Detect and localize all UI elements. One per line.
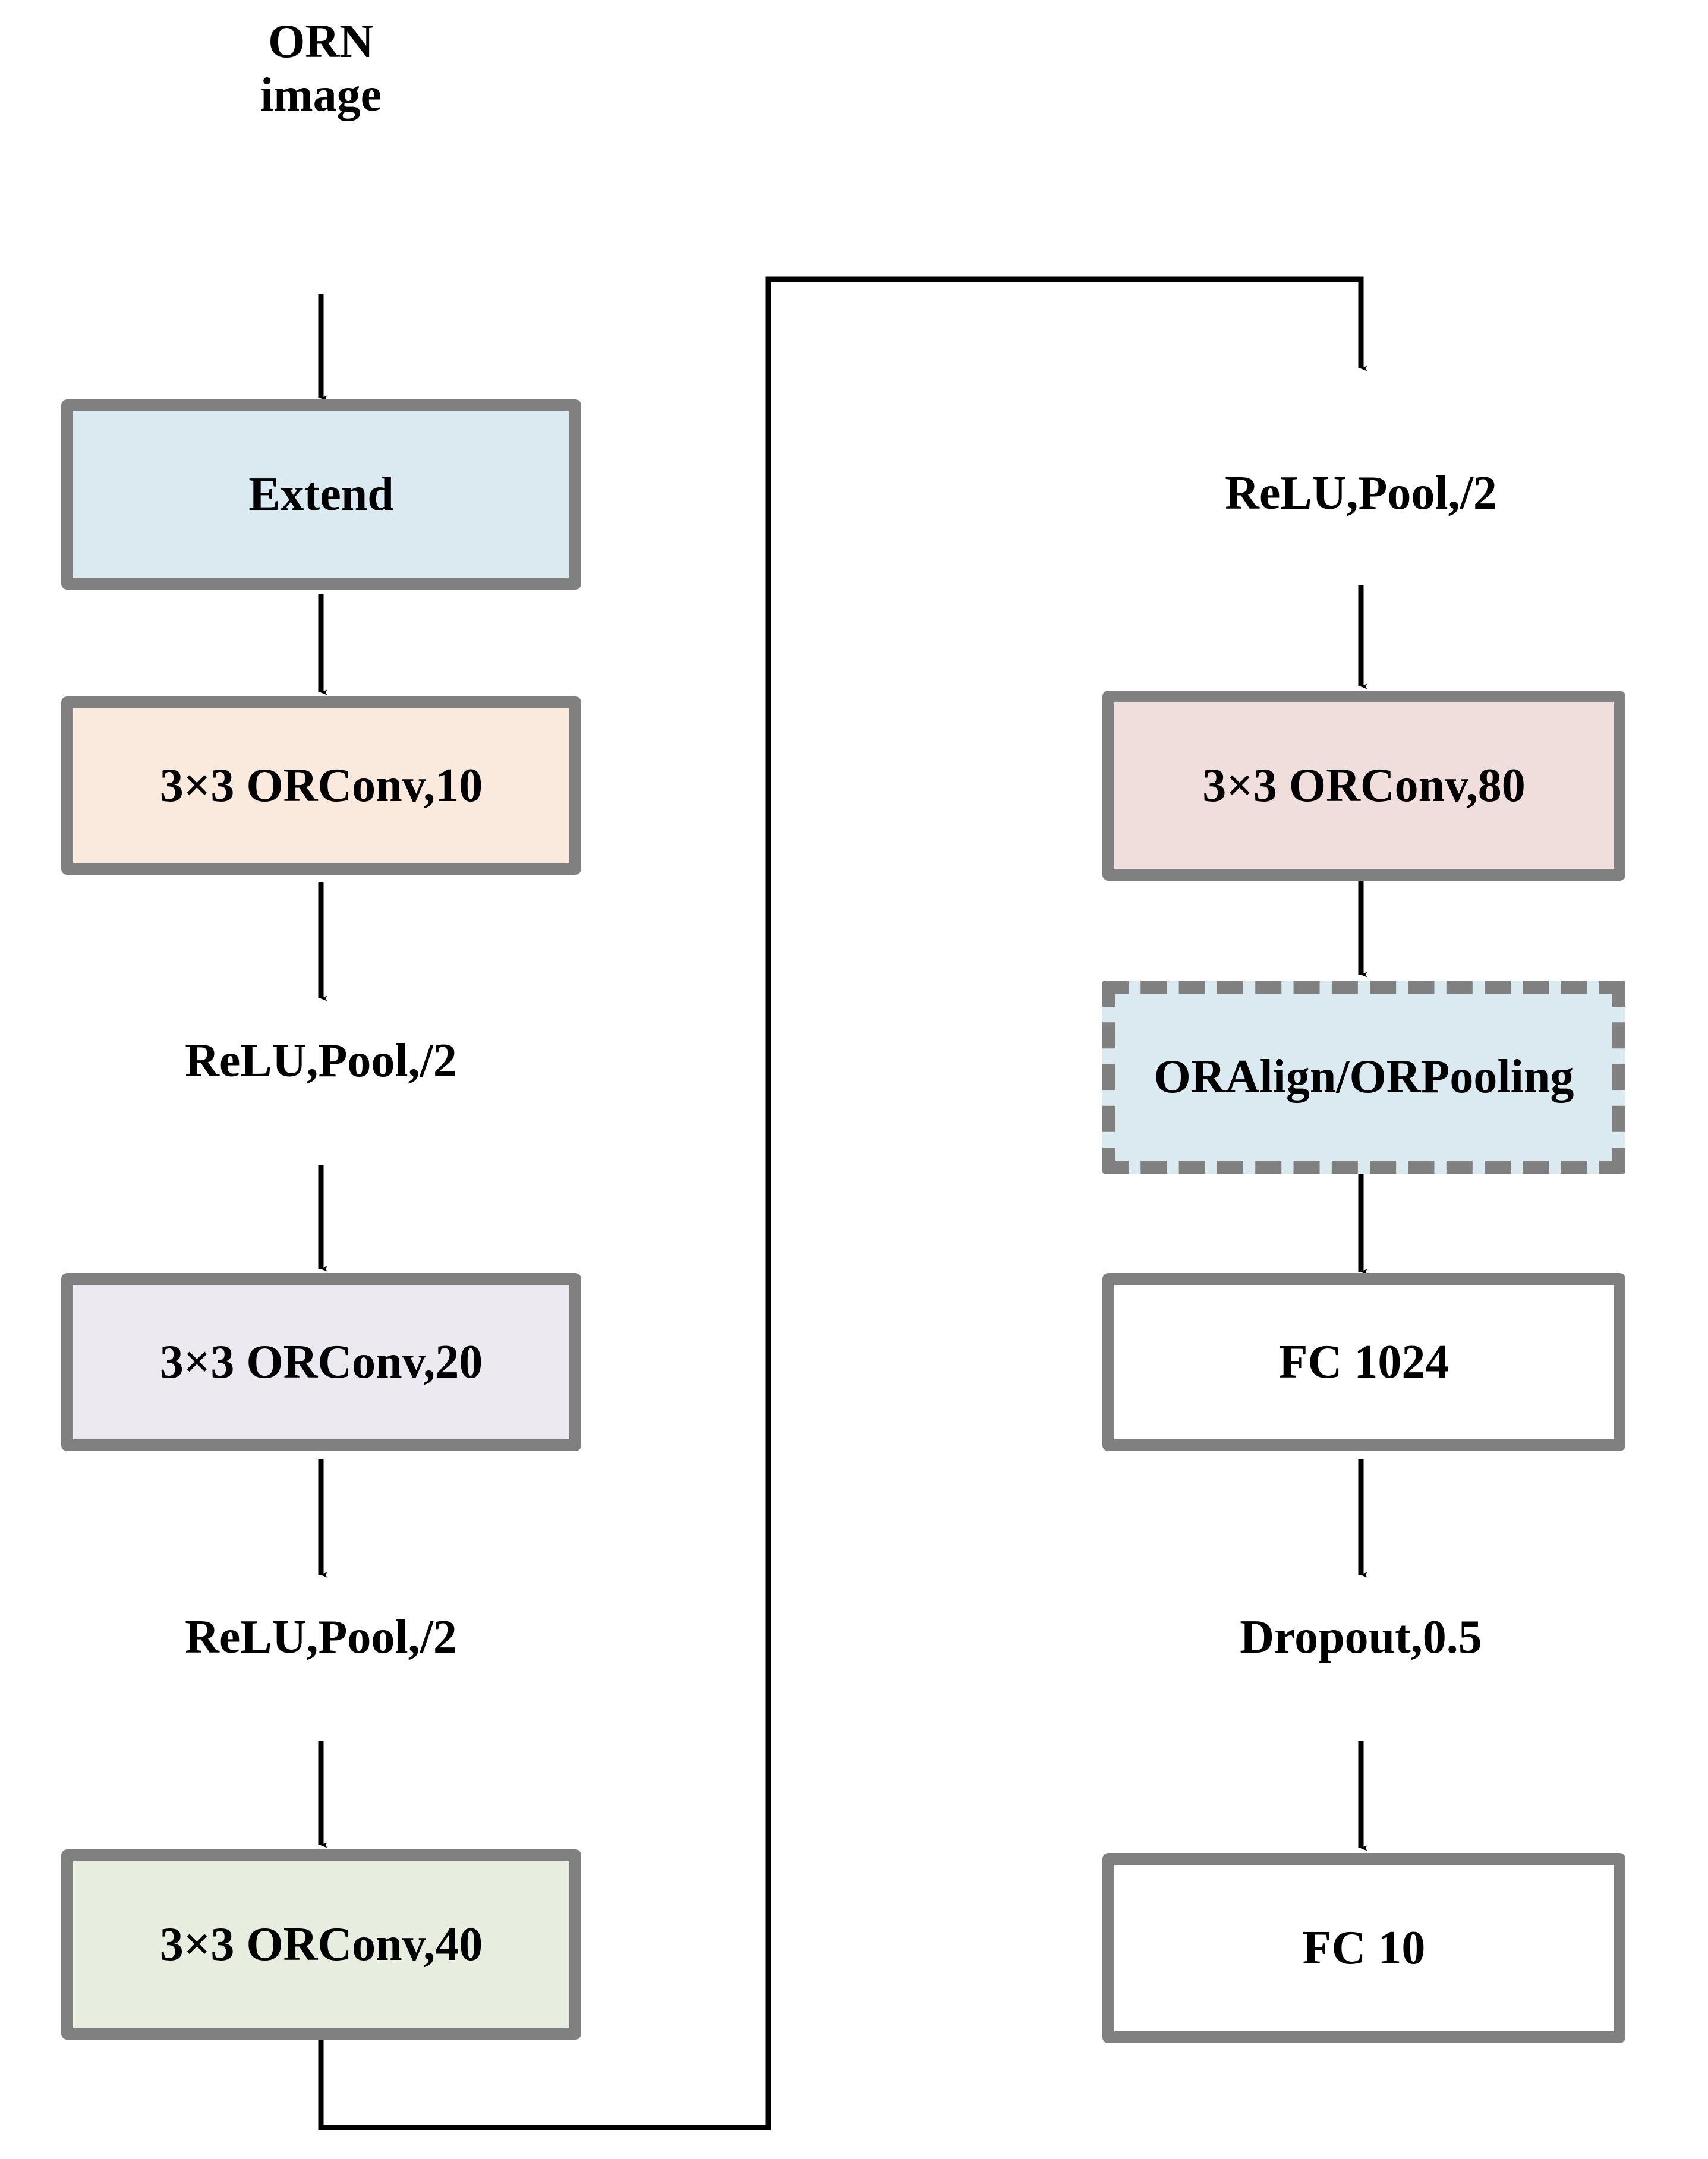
node-extend[interactable]: Extend	[61, 399, 581, 590]
node-extend-label: Extend	[248, 468, 394, 521]
node-orconv-40[interactable]: 3×3 ORConv,40	[61, 1849, 581, 2040]
node-orconv-80-label: 3×3 ORConv,80	[1202, 759, 1526, 812]
node-orconv-20-label: 3×3 ORConv,20	[159, 1335, 483, 1388]
label-relu-pool-2: ReLU,Pool,/2	[185, 1611, 457, 1663]
input-label: image	[260, 69, 382, 121]
node-oralign-orpooling[interactable]: ORAlign/ORPooling	[1102, 981, 1625, 1174]
node-fc-10[interactable]: FC 10	[1102, 1853, 1625, 2043]
node-orconv-80[interactable]: 3×3 ORConv,80	[1102, 691, 1625, 881]
node-orconv-40-label: 3×3 ORConv,40	[159, 1918, 483, 1971]
diagram-title: ORN	[268, 15, 374, 68]
node-fc-1024[interactable]: FC 1024	[1102, 1273, 1625, 1451]
node-fc-10-label: FC 10	[1302, 1921, 1426, 1974]
node-orconv-20[interactable]: 3×3 ORConv,20	[61, 1273, 581, 1451]
node-orconv-10[interactable]: 3×3 ORConv,10	[61, 696, 581, 875]
label-dropout: Dropout,0.5	[1240, 1611, 1482, 1663]
node-orconv-10-label: 3×3 ORConv,10	[159, 759, 483, 812]
label-relu-pool-3: ReLU,Pool,/2	[1225, 467, 1497, 519]
node-fc-1024-label: FC 1024	[1278, 1335, 1449, 1388]
label-relu-pool-1: ReLU,Pool,/2	[185, 1035, 457, 1087]
node-oralign-orpooling-label: ORAlign/ORPooling	[1154, 1051, 1574, 1103]
